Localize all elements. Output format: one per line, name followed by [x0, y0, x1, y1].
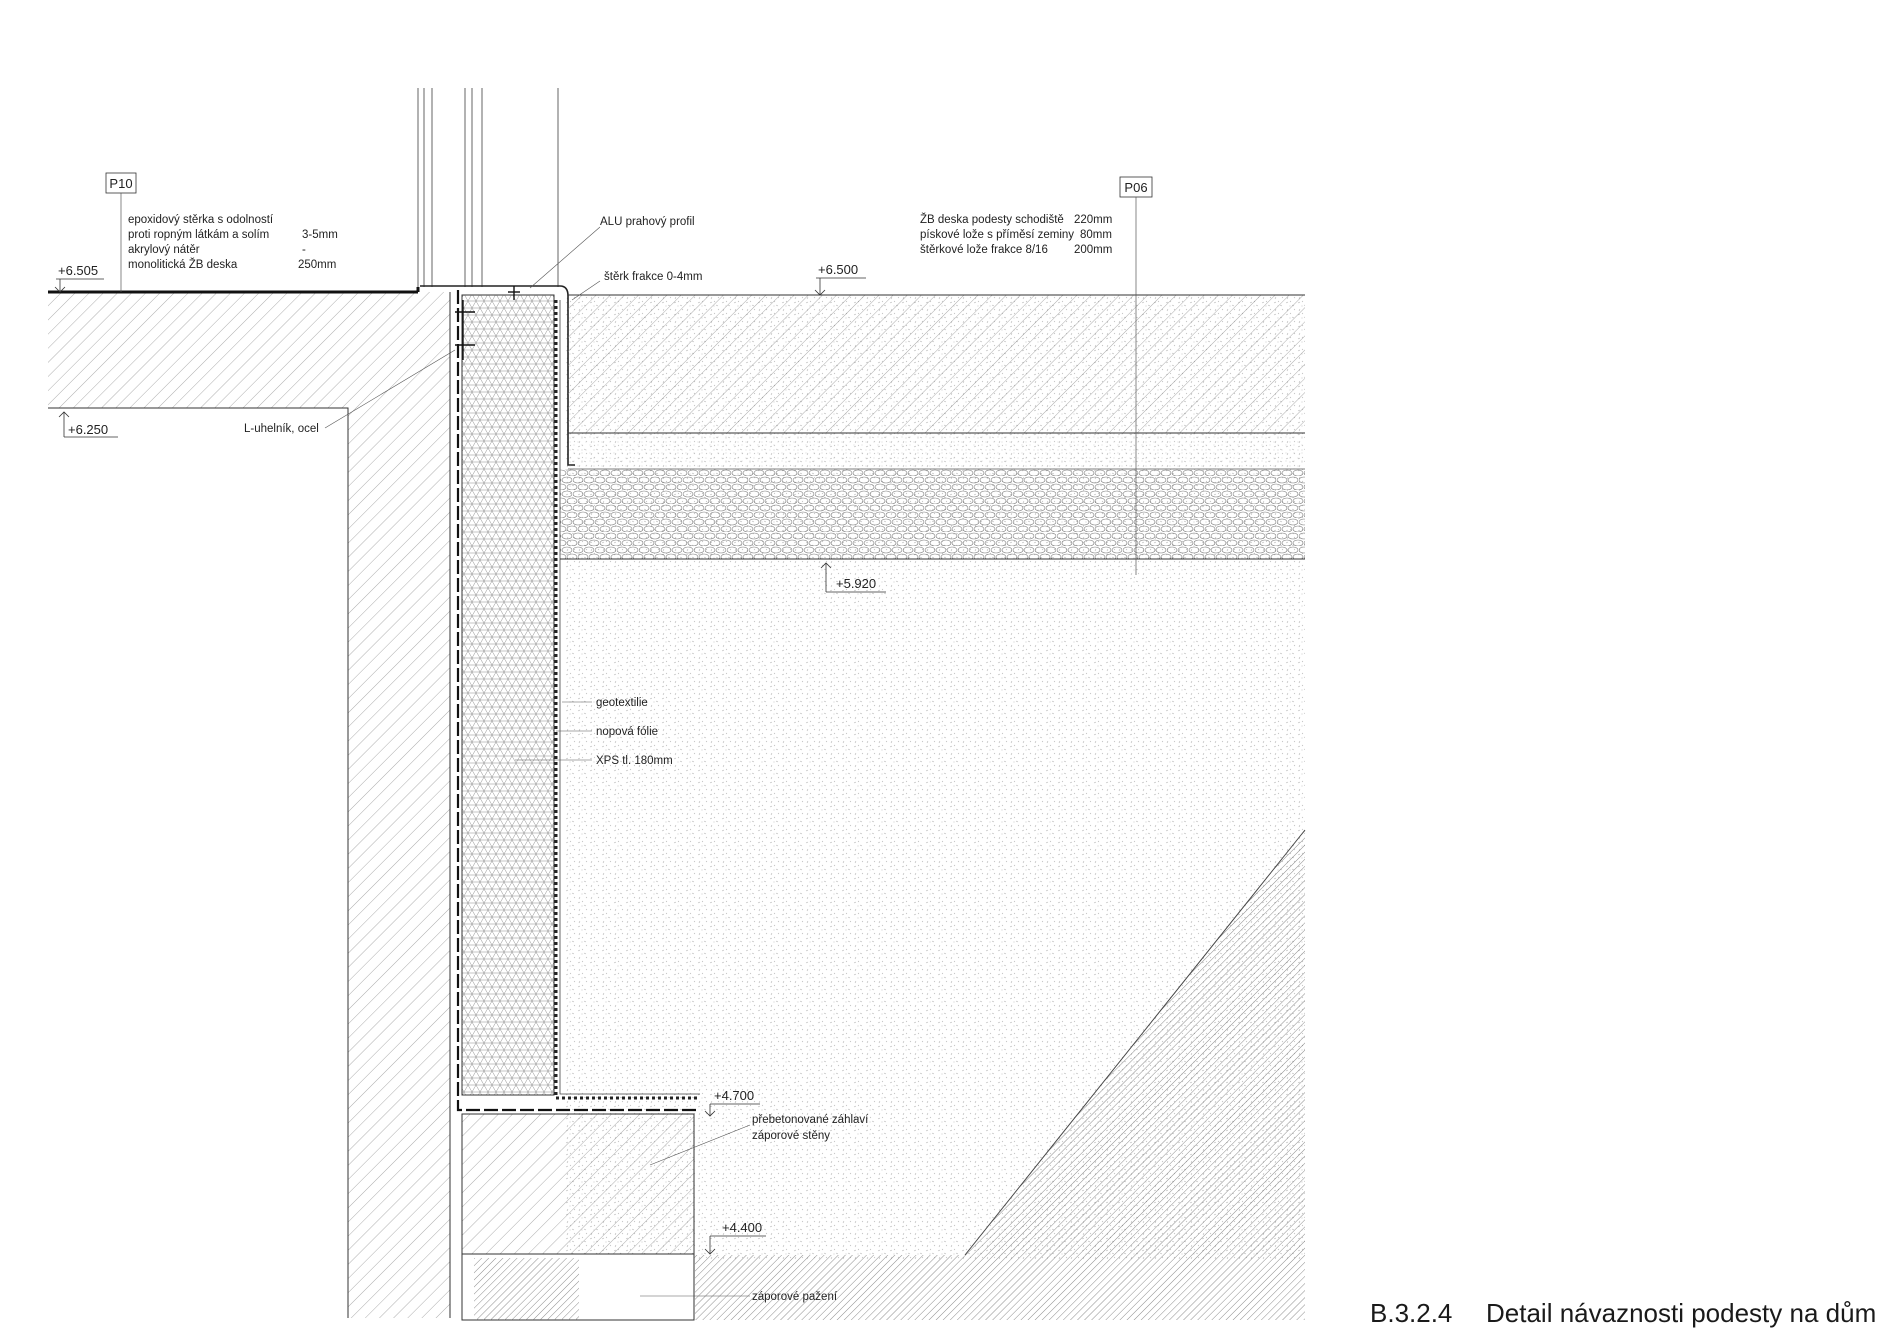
label-capping: přebetonované záhlaví záporové stěny	[649, 1114, 869, 1166]
p06-layer-list: ŽB deska podesty schodiště 220mm pískové…	[920, 213, 1112, 256]
svg-text:pískové lože s příměsí zeminy: pískové lože s příměsí zeminy	[920, 229, 1074, 241]
capping-beam	[462, 1114, 694, 1254]
level-5920: +5.920	[820, 562, 886, 593]
level-6250: +6.250	[58, 411, 118, 438]
level-4700: +4.700	[704, 1088, 760, 1117]
svg-text:-: -	[302, 244, 306, 256]
svg-text:250mm: 250mm	[298, 259, 336, 271]
svg-text:B.3.2.4: B.3.2.4	[1370, 1298, 1452, 1328]
house-slab	[48, 292, 450, 1318]
xps-outline	[461, 294, 555, 1096]
dimple-membrane	[554, 300, 700, 1100]
waterproofing-membrane	[456, 290, 700, 1112]
slope-soil	[695, 830, 1305, 1320]
svg-text:štěrkové lože frakce 8/16: štěrkové lože frakce 8/16	[920, 244, 1048, 256]
svg-text:+4.700: +4.700	[714, 1088, 754, 1103]
level-6505: +6.505	[54, 263, 104, 293]
tag-p06: P06	[1119, 176, 1153, 575]
svg-text:200mm: 200mm	[1074, 244, 1112, 256]
drawing-caption: B.3.2.4 Detail návaznosti podesty na dům	[1370, 1298, 1876, 1328]
label-xps: XPS tl. 180mm	[515, 755, 673, 767]
sheeting-post	[474, 1258, 579, 1320]
svg-text:P10: P10	[109, 176, 132, 191]
tag-p10: P10	[105, 172, 137, 292]
svg-text:220mm: 220mm	[1074, 214, 1112, 226]
sand-bed	[568, 433, 1305, 469]
svg-text:proti ropným látkám a solím: proti ropným látkám a solím	[128, 229, 269, 241]
svg-text:geotextilie: geotextilie	[596, 697, 648, 709]
steel-angle	[455, 286, 520, 360]
svg-text:záporové stěny: záporové stěny	[752, 1130, 830, 1142]
label-alu-profile: ALU prahový profil	[529, 216, 695, 289]
svg-text:záporové pažení: záporové pažení	[752, 1291, 838, 1303]
svg-text:štěrk frakce 0-4mm: štěrk frakce 0-4mm	[604, 271, 702, 283]
gravel-bed	[560, 469, 1305, 559]
landing-slab	[568, 295, 1305, 433]
svg-text:akrylový nátěr: akrylový nátěr	[128, 244, 200, 256]
level-4400: +4.400	[704, 1220, 766, 1255]
label-gravel: štěrk frakce 0-4mm	[571, 271, 702, 301]
label-angle: L-uhelník, ocel	[244, 349, 456, 435]
svg-text:+6.250: +6.250	[68, 422, 108, 437]
svg-text:epoxidový stěrka s odolností: epoxidový stěrka s odolností	[128, 214, 274, 226]
label-geotextile: geotextilie	[562, 697, 648, 709]
svg-text:80mm: 80mm	[1080, 229, 1112, 241]
svg-text:ALU prahový profil: ALU prahový profil	[600, 216, 695, 228]
xps-insulation	[462, 295, 554, 1095]
geotextile-line	[559, 300, 700, 1095]
door-frame	[417, 88, 559, 287]
svg-text:+5.920: +5.920	[836, 576, 876, 591]
svg-text:ŽB deska podesty schodiště: ŽB deska podesty schodiště	[920, 213, 1064, 226]
label-sheeting: záporové pažení	[640, 1291, 838, 1303]
svg-text:+6.500: +6.500	[818, 262, 858, 277]
slope-edge	[964, 829, 1306, 1256]
label-dimple: nopová fólie	[556, 726, 658, 738]
svg-text:L-uhelník, ocel: L-uhelník, ocel	[244, 423, 319, 435]
house-slab-outline	[48, 292, 451, 1318]
svg-text:přebetonované záhlaví: přebetonované záhlaví	[752, 1114, 869, 1126]
svg-text:3-5mm: 3-5mm	[302, 229, 338, 241]
svg-text:+4.400: +4.400	[722, 1220, 762, 1235]
level-6500: +6.500	[814, 262, 866, 296]
svg-text:monolitická ŽB deska: monolitická ŽB deska	[128, 258, 238, 271]
svg-text:nopová fólie: nopová fólie	[596, 726, 658, 738]
svg-text:Detail návaznosti podesty na d: Detail návaznosti podesty na dům	[1486, 1298, 1876, 1328]
p10-layer-list: epoxidový stěrka s odolností proti ropný…	[128, 214, 338, 271]
svg-text:XPS tl. 180mm: XPS tl. 180mm	[596, 755, 673, 767]
svg-text:+6.505: +6.505	[58, 263, 98, 278]
svg-text:P06: P06	[1124, 180, 1147, 195]
